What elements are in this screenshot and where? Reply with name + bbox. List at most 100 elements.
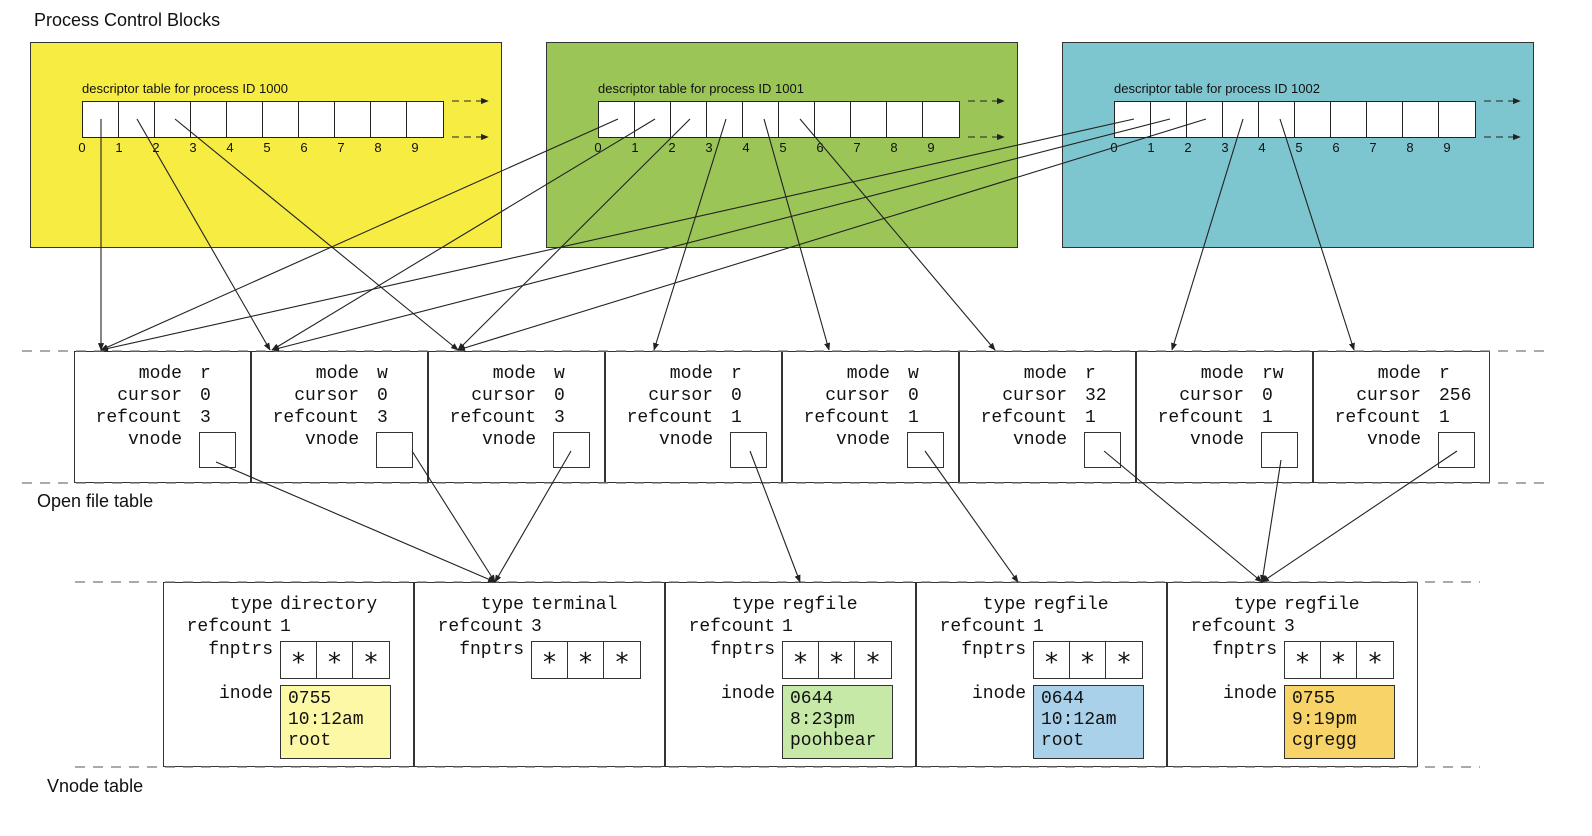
pointer-arrow: [457, 118, 1207, 351]
descriptor-index-label: 0: [78, 140, 86, 155]
mode-value: r: [1439, 364, 1450, 384]
refcount-key: refcount: [688, 617, 775, 637]
type-key: type: [229, 595, 273, 615]
fnptrs-table: ***: [531, 641, 641, 679]
pointer-arrow: [1279, 118, 1355, 351]
fnptrs-table: ***: [1284, 641, 1394, 679]
inode-line: root: [288, 731, 332, 751]
fnptrs-key: fnptrs: [208, 640, 273, 660]
fnptr-cell: *: [568, 642, 604, 678]
pcb-section-label: Process Control Blocks: [34, 10, 221, 30]
descriptor-index-label: 8: [1406, 140, 1414, 155]
vnode-key: vnode: [1366, 430, 1421, 450]
inode-key: inode: [1222, 684, 1277, 704]
mode-value: rw: [1262, 364, 1284, 384]
fnptr-cell: *: [281, 642, 317, 678]
pointer-arrow: [763, 118, 831, 351]
pointer-arrow: [215, 461, 496, 583]
descriptor-index-label: 2: [1184, 140, 1192, 155]
inode-key: inode: [971, 684, 1026, 704]
cursor-value: 0: [554, 386, 565, 406]
pointer-arrow: [799, 118, 996, 351]
pointer-arrow: [271, 118, 656, 351]
fnptr-cell: *: [1070, 642, 1106, 678]
pointer-arrow: [174, 118, 459, 351]
descriptor-slot: [1403, 102, 1439, 137]
refcount-key: refcount: [186, 617, 273, 637]
vnode-key: vnode: [127, 430, 182, 450]
mode-key: mode: [138, 364, 182, 384]
descriptor-slot: [299, 102, 335, 137]
pointer-arrow: [1103, 450, 1263, 583]
descriptor-index-label: 5: [263, 140, 271, 155]
pointer-arrow: [1260, 459, 1282, 583]
descriptor-index-label: 8: [374, 140, 382, 155]
refcount-key: refcount: [95, 408, 182, 428]
cursor-key: cursor: [648, 386, 713, 406]
mode-key: mode: [1023, 364, 1067, 384]
descriptor-index-label: 9: [411, 140, 419, 155]
fnptr-cell: *: [866, 648, 880, 678]
vnode-key: vnode: [835, 430, 890, 450]
pointer-arrow: [271, 118, 1171, 352]
descriptor-table-caption: descriptor table for process ID 1001: [598, 81, 804, 96]
descriptor-slot: [227, 102, 263, 137]
fnptr-cell: *: [1117, 648, 1131, 678]
descriptor-slot: [83, 102, 119, 137]
fnptrs-key: fnptrs: [710, 640, 775, 660]
mode-key: mode: [492, 364, 536, 384]
descriptor-slot: [635, 102, 671, 137]
cursor-value: 0: [1262, 386, 1273, 406]
mode-key: mode: [1200, 364, 1244, 384]
vnode-pointer-box: [907, 432, 944, 468]
type-key: type: [480, 595, 524, 615]
descriptor-index-label: 7: [853, 140, 861, 155]
descriptor-index-label: 1: [115, 140, 123, 155]
pointer-arrow: [411, 450, 496, 583]
fnptr-cell: *: [317, 642, 353, 678]
refcount-value: 3: [554, 408, 565, 428]
descriptor-index-label: 0: [594, 140, 602, 155]
pointer-arrow: [100, 118, 619, 351]
inode-line: cgregg: [1292, 731, 1357, 751]
fnptrs-key: fnptrs: [459, 640, 524, 660]
pointer-arrow: [457, 118, 691, 351]
descriptor-slot: [119, 102, 155, 137]
vnode-pointer-box: [199, 432, 236, 468]
descriptor-index-label: 2: [668, 140, 676, 155]
type-value: regfile: [782, 595, 858, 615]
descriptor-index-label: 1: [1147, 140, 1155, 155]
type-value: terminal: [531, 595, 618, 615]
open-file-table-label: Open file table: [37, 491, 154, 511]
descriptor-slot: [815, 102, 851, 137]
descriptor-index-label: 5: [779, 140, 787, 155]
cursor-key: cursor: [294, 386, 359, 406]
descriptor-slot: [599, 102, 635, 137]
refcount-value: 3: [531, 617, 542, 637]
inode-line: 0755: [288, 689, 332, 709]
cursor-key: cursor: [1179, 386, 1244, 406]
descriptor-index-label: 5: [1295, 140, 1303, 155]
pointer-arrow: [136, 118, 271, 351]
inode-line: 0644: [1041, 689, 1085, 709]
descriptor-slot: [1259, 102, 1295, 137]
inode-line: root: [1041, 731, 1085, 751]
inode-key: inode: [720, 684, 775, 704]
descriptor-slot: [779, 102, 815, 137]
descriptor-slot: [1187, 102, 1223, 137]
refcount-value: 1: [1262, 408, 1273, 428]
refcount-key: refcount: [1157, 408, 1244, 428]
descriptor-table: [1114, 101, 1476, 138]
fnptr-cell: *: [1285, 642, 1321, 678]
descriptor-slot: [1115, 102, 1151, 137]
type-value: regfile: [1284, 595, 1360, 615]
fnptr-cell: *: [615, 648, 629, 678]
pointer-arrow: [653, 118, 727, 351]
